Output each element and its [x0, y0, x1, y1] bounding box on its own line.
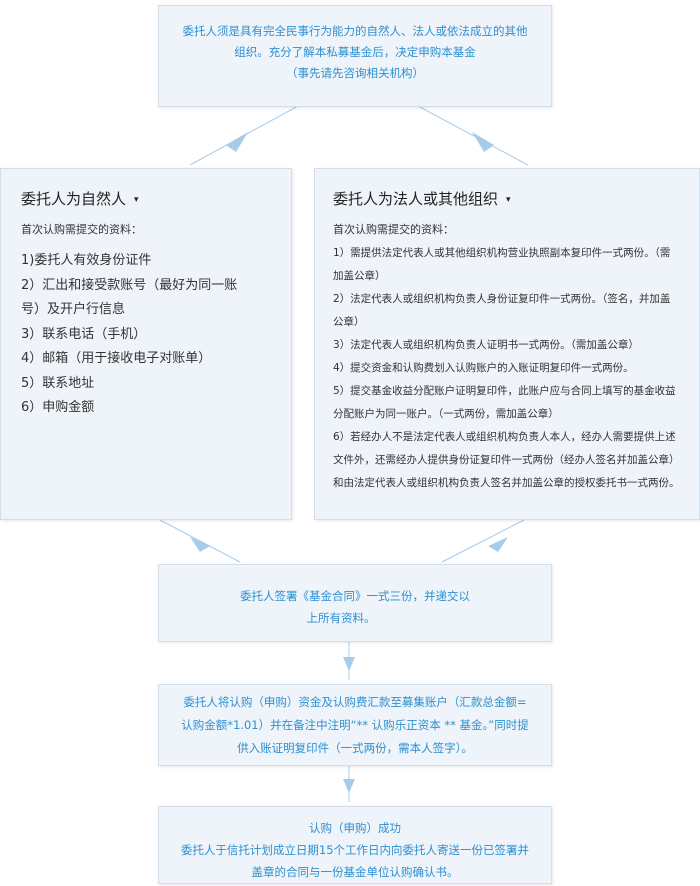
text-line: 委托人签署《基金合同》一式三份，并递交以 — [240, 589, 470, 603]
list-item: 公章） — [333, 316, 365, 328]
legal-entity-list: 1）需提供法定代表人或其他组织机构营业执照副本复印件一式两份。（需 加盖公章） … — [333, 242, 699, 495]
natural-person-list: 1)委托人有效身份证件 2）汇出和接受款账号（最好为同一账 号）及开户行信息 3… — [21, 249, 291, 421]
arrowhead-icon — [472, 132, 494, 152]
list-item: 6）若经办人不是法定代表人或组织机构负责人本人，经办人需要提供上述 — [333, 431, 676, 443]
chevron-down-icon: ▾ — [506, 195, 511, 205]
list-item: 5）提交基金收益分配账户证明复印件，此账户应与合同上填写的基金收益 — [333, 385, 676, 397]
chevron-down-icon: ▾ — [134, 195, 139, 205]
text-line: 委托人须是具有完全民事行为能力的自然人、法人或依法成立的其他 — [182, 24, 528, 38]
connector-line — [417, 105, 529, 166]
list-item: 文件外，还需经办人提供身份证复印件一式两份（经办人签名并加盖公章） — [333, 454, 680, 466]
arrowhead-icon — [343, 657, 355, 671]
natural-person-title[interactable]: 委托人为自然人 ▾ — [21, 189, 291, 210]
text-line: 认购金额*1.01）并在备注中注明“** 认购乐正资本 ** 基金。”同时提 — [181, 718, 529, 732]
natural-person-intro: 首次认购需提交的资料： — [21, 223, 142, 236]
list-item: 3）联系电话（手机） — [21, 326, 147, 342]
list-item: 1）需提供法定代表人或其他组织机构营业执照副本复印件一式两份。（需 — [333, 247, 671, 259]
list-item: 6）申购金额 — [21, 400, 95, 415]
text-line: （事先请先咨询相关机构） — [286, 66, 424, 80]
text-line: 委托人将认购（申购）资金及认购费汇款至募集账户（汇款总金额= — [183, 695, 527, 709]
text-line: 委托人于信托计划成立日期15个工作日内向委托人寄送一份已签署并 — [180, 843, 530, 857]
legal-entity-title[interactable]: 委托人为法人或其他组织 ▾ — [333, 189, 699, 210]
list-item: 2）汇出和接受款账号（最好为同一账 — [21, 277, 238, 293]
arrowhead-icon — [190, 537, 210, 552]
eligibility-text: 委托人须是具有完全民事行为能力的自然人、法人或依法成立的其他 组织。充分了解本私… — [159, 6, 551, 84]
connector-line — [159, 519, 241, 563]
list-item: 号）及开户行信息 — [21, 302, 126, 317]
list-item: 3）法定代表人或组织机构负责人证明书一式两份。（需加盖公章） — [333, 339, 639, 351]
title-text: 委托人为法人或其他组织 — [333, 190, 499, 208]
text-line: 组织。充分了解本私募基金后，决定申购本基金 — [234, 45, 476, 59]
payment-box: 委托人将认购（申购）资金及认购费汇款至募集账户（汇款总金额= 认购金额*1.01… — [158, 684, 552, 766]
legal-entity-intro: 首次认购需提交的资料： — [333, 223, 454, 236]
list-item: 1)委托人有效身份证件 — [21, 253, 152, 268]
connector-line — [441, 519, 525, 563]
natural-person-box: 委托人为自然人 ▾ 首次认购需提交的资料： 1)委托人有效身份证件 2）汇出和接受… — [0, 168, 292, 520]
list-item: 分配账户为同一账户。（一式两份，需加盖公章） — [333, 408, 559, 420]
text-line: 认购（申购）成功 — [309, 821, 401, 835]
title-text: 委托人为自然人 — [21, 190, 127, 208]
success-box: 认购（申购）成功 委托人于信托计划成立日期15个工作日内向委托人寄送一份已签署并… — [158, 806, 552, 884]
list-item: 和由法定代表人或组织机构负责人签名并加盖公章的授权委托书一式两份。 — [333, 477, 680, 489]
list-item: 加盖公章） — [333, 270, 386, 282]
eligibility-box: 委托人须是具有完全民事行为能力的自然人、法人或依法成立的其他 组织。充分了解本私… — [158, 5, 552, 107]
text-line: 上所有资料。 — [306, 611, 376, 625]
list-item: 2）法定代表人或组织机构负责人身份证复印件一式两份。（签名，并加盖 — [333, 293, 671, 305]
list-item: 5）联系地址 — [21, 375, 95, 391]
success-text: 认购（申购）成功 委托人于信托计划成立日期15个工作日内向委托人寄送一份已签署并… — [159, 807, 551, 883]
list-item: 4）提交资金和认购费划入认购账户的入账证明复印件一式两份。 — [333, 362, 634, 374]
payment-text: 委托人将认购（申购）资金及认购费汇款至募集账户（汇款总金额= 认购金额*1.01… — [159, 685, 551, 760]
sign-contract-text: 委托人签署《基金合同》一式三份，并递交以 上所有资料。 — [159, 565, 551, 629]
legal-entity-box: 委托人为法人或其他组织 ▾ 首次认购需提交的资料： 1）需提供法定代表人或其他组织… — [314, 168, 700, 520]
arrowhead-icon — [343, 779, 355, 793]
text-line: 盖章的合同与一份基金单位认购确认书。 — [251, 865, 459, 879]
arrowhead-icon — [226, 132, 248, 152]
text-line: 供入账证明复印件（一式两份，需本人签字）。 — [237, 741, 473, 755]
sign-contract-box: 委托人签署《基金合同》一式三份，并递交以 上所有资料。 — [158, 564, 552, 642]
arrowhead-icon — [488, 537, 508, 552]
list-item: 4）邮箱（用于接收电子对账单） — [21, 351, 212, 366]
